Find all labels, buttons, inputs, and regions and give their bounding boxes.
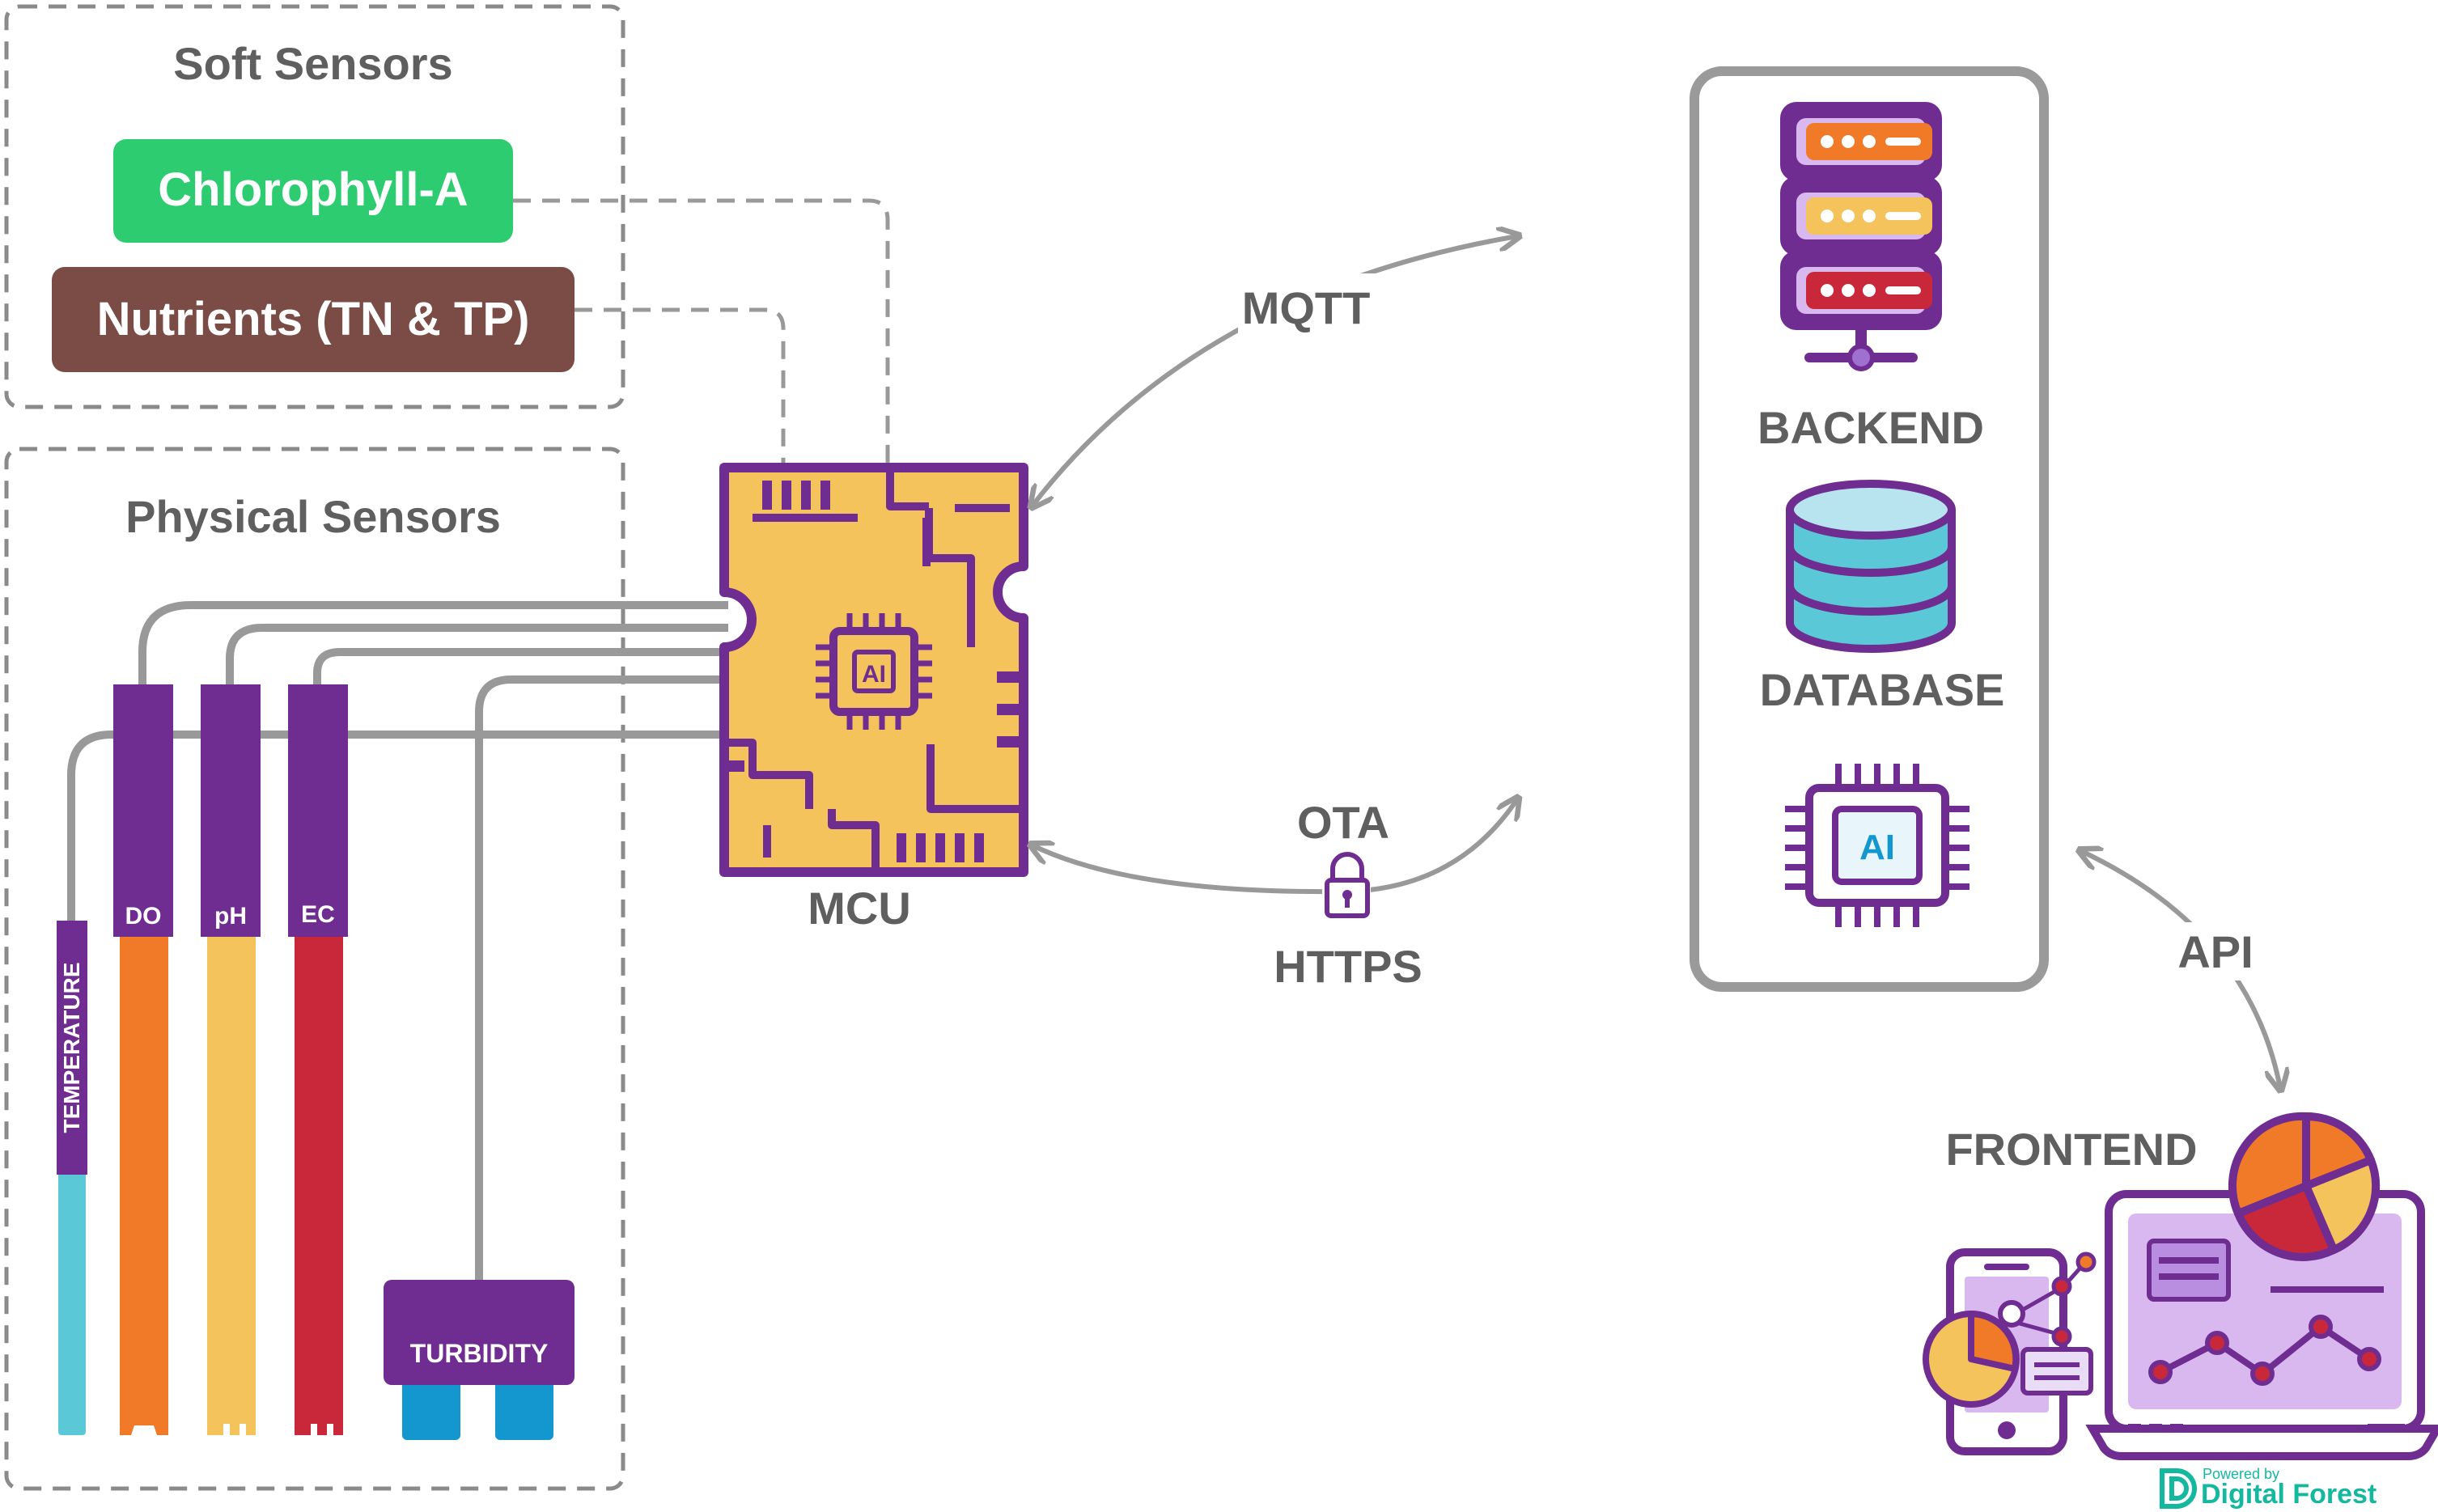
ai-chip-icon: AI <box>1785 764 1969 927</box>
mcu-board: AI MCU <box>719 463 1028 934</box>
ec-probe-head <box>288 684 348 937</box>
ec-probe-body <box>295 934 343 1435</box>
ai-chip-text: AI <box>1859 828 1895 867</box>
small-pie-icon <box>1923 1311 2020 1408</box>
nutrients-connector <box>575 307 786 465</box>
ota-arrow <box>1032 799 1517 895</box>
lock-icon <box>1322 852 1371 919</box>
temperature-probe-tip <box>58 1171 86 1435</box>
temperature-probe: TEMPERATURE <box>57 921 87 1435</box>
ph-probe-body <box>207 934 256 1435</box>
ph-cable <box>226 624 728 684</box>
physical-sensors-title: Physical Sensors <box>125 491 501 542</box>
do-probe: DO <box>113 684 173 1435</box>
server-icon <box>1780 102 1942 371</box>
ph-probe: pH <box>201 684 261 1435</box>
backend-label: BACKEND <box>1757 402 1984 453</box>
turbidity-cable <box>475 676 728 1282</box>
chlorophyll-a-pill <box>113 139 513 243</box>
physical-sensors-group: Physical Sensors <box>4 447 625 1491</box>
turbidity-foot-left <box>402 1375 460 1440</box>
do-cable <box>138 601 728 684</box>
turbidity-foot-right <box>495 1375 553 1440</box>
temperature-probe-head <box>57 921 87 1175</box>
soft-sensors-title: Soft Sensors <box>173 38 452 89</box>
frontend-label: FRONTEND <box>1945 1124 2197 1175</box>
mqtt-link: MQTT <box>1032 236 1517 506</box>
mcu-label: MCU <box>808 883 911 934</box>
database-icon <box>1786 480 1956 653</box>
cloud-panel: BACKEND DATABASE AI <box>1690 66 2049 992</box>
do-probe-head <box>113 684 173 937</box>
mcu-ai-chip-icon: AI <box>816 613 932 730</box>
soft-sensors-group: Soft Sensors Chlorophyll-A Nutrients (TN… <box>4 4 625 409</box>
https-label: HTTPS <box>1274 941 1423 992</box>
do-probe-body <box>120 934 168 1435</box>
temperature-label: TEMPERATURE <box>59 962 84 1133</box>
ph-label: pH <box>214 903 247 930</box>
nutrients-pill <box>52 267 575 372</box>
ec-cable <box>313 648 728 684</box>
pie-chart-icon <box>2228 1112 2381 1261</box>
soft-sensor-connections <box>513 198 890 465</box>
mcu-ai-text: AI <box>862 661 886 688</box>
turbidity-label: TURBIDITY <box>410 1339 549 1368</box>
ec-probe: EC <box>288 684 348 1435</box>
api-link: API <box>2081 851 2280 1088</box>
soft-sensors-box <box>4 4 625 409</box>
physical-sensors-box <box>4 447 625 1491</box>
nutrients-label: Nutrients (TN & TP) <box>97 293 530 345</box>
digital-forest-text: Digital Forest <box>2201 1479 2377 1510</box>
ph-probe-head <box>201 684 261 937</box>
chlorophyll-a-label: Chlorophyll-A <box>158 163 468 216</box>
database-label: DATABASE <box>1760 664 2005 715</box>
api-label: API <box>2177 926 2253 977</box>
turbidity-probe: TURBIDITY <box>384 1280 575 1440</box>
do-label: DO <box>125 903 162 930</box>
mqtt-label: MQTT <box>1242 282 1371 333</box>
turbidity-head <box>384 1280 575 1385</box>
logo-icon <box>2160 1468 2197 1509</box>
sensor-cables <box>67 601 728 1282</box>
powered-by-text: Powered by <box>2203 1466 2279 1482</box>
laptop-icon <box>2085 1190 2438 1460</box>
digital-forest-logo: Powered by Digital Forest <box>2160 1466 2377 1510</box>
mqtt-arrow <box>1032 236 1517 506</box>
ec-label: EC <box>301 901 335 928</box>
chlorophyll-connector <box>513 198 890 465</box>
ota-label: OTA <box>1297 797 1389 848</box>
ota-https-link: OTA HTTPS <box>1032 797 1517 992</box>
temperature-cable <box>67 731 728 921</box>
